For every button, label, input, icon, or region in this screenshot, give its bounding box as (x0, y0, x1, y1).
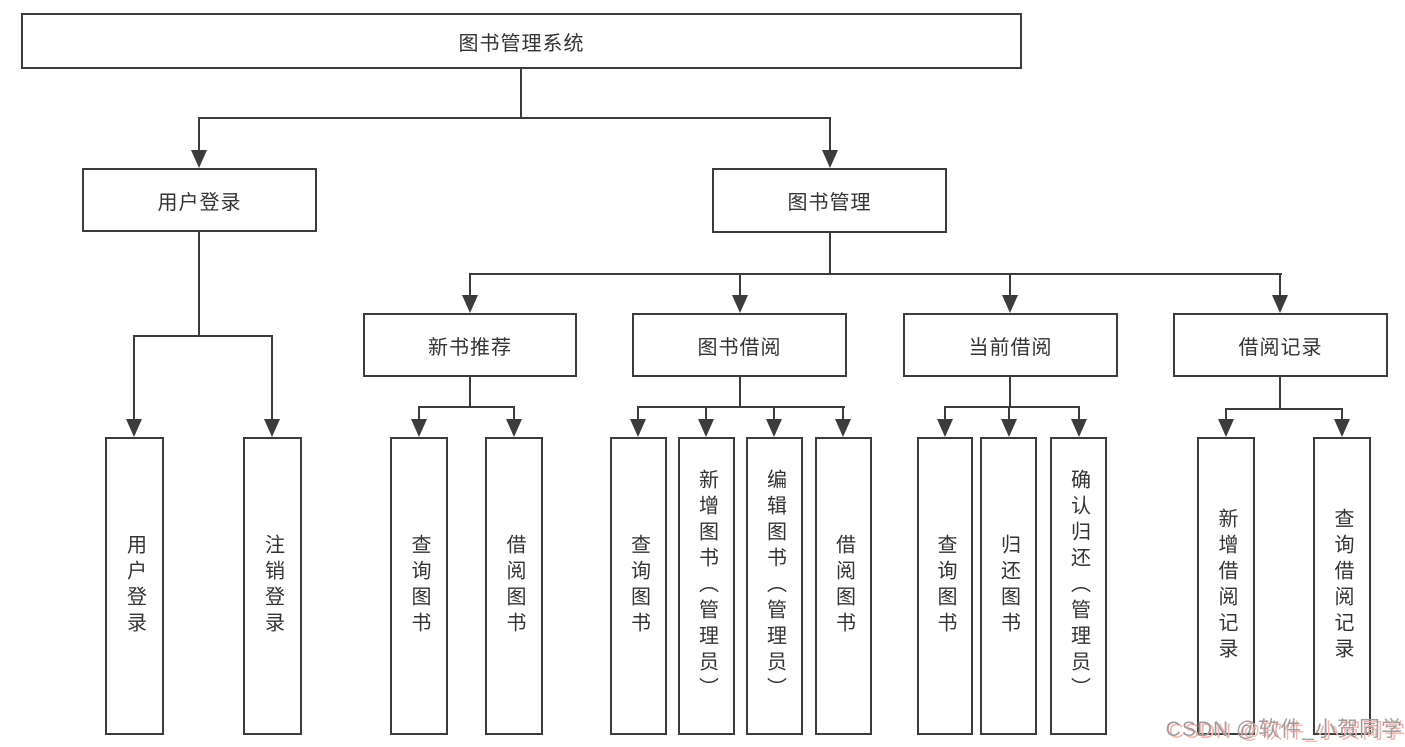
arrow-down-icon (698, 419, 714, 437)
node-user-login: 用户登录 (82, 168, 317, 232)
leaf-add-books-admin: 新增图书（管理员） (678, 437, 735, 735)
leaf-add-borrow-record-label: 新增借阅记录 (1215, 508, 1237, 664)
leaf-borrow-books: 借阅图书 (815, 437, 872, 735)
leaf-add-borrow-record: 新增借阅记录 (1197, 437, 1255, 735)
leaf-confirm-return-admin-label: 确认归还（管理员） (1067, 469, 1090, 703)
connector-line (1279, 377, 1281, 408)
leaf-query-borrow-record-label: 查询借阅记录 (1331, 508, 1353, 664)
connector-line (842, 406, 844, 421)
arrow-down-icon (1071, 419, 1087, 437)
connector-line (133, 335, 273, 337)
connector-line (520, 69, 522, 117)
node-current-borrow-label: 当前借阅 (968, 336, 1053, 359)
arrow-down-icon (411, 419, 427, 437)
leaf-user-login-label: 用户登录 (123, 534, 146, 638)
arrow-down-icon (264, 419, 280, 437)
connector-line (418, 406, 420, 421)
leaf-edit-books-admin: 编辑图书（管理员） (746, 437, 803, 735)
connector-line (1008, 406, 1010, 421)
arrow-down-icon (835, 419, 851, 437)
connector-line (1341, 408, 1343, 421)
leaf-query-books-current-label: 查询图书 (934, 534, 956, 638)
connector-line (637, 406, 845, 408)
node-new-book-recommend: 新书推荐 (363, 313, 577, 377)
connector-line (705, 406, 707, 421)
leaf-confirm-return-admin: 确认归还（管理员） (1050, 437, 1107, 735)
leaf-query-books-borrow: 查询图书 (610, 437, 667, 735)
arrow-down-icon (630, 419, 646, 437)
connector-line (271, 335, 273, 419)
leaf-return-books: 归还图书 (980, 437, 1037, 735)
arrow-down-icon (462, 295, 478, 313)
connector-line (739, 377, 741, 406)
leaf-query-books-current: 查询图书 (917, 437, 973, 735)
connector-line (637, 406, 639, 421)
arrow-down-icon (1334, 419, 1350, 437)
arrow-down-icon (1272, 295, 1288, 313)
node-book-borrow-label: 图书借阅 (697, 336, 782, 359)
connector-line (1009, 273, 1011, 297)
leaf-edit-books-admin-label: 编辑图书（管理员） (763, 469, 786, 703)
leaf-borrow-books-label: 借阅图书 (832, 534, 855, 638)
connector-line (513, 406, 515, 421)
connector-line (469, 273, 471, 297)
node-book-management: 图书管理 (712, 168, 947, 233)
leaf-borrow-books-recommend: 借阅图书 (485, 437, 543, 735)
node-user-login-label: 用户登录 (157, 191, 242, 214)
connector-line (1009, 377, 1011, 406)
node-root: 图书管理系统 (21, 13, 1022, 69)
leaf-logout: 注销登录 (243, 437, 302, 735)
connector-line (198, 117, 831, 119)
arrow-down-icon (732, 295, 748, 313)
csdn-watermark: CSDN @软件_小贺同学 (1165, 718, 1403, 741)
connector-line (469, 273, 1282, 275)
node-borrow-records: 借阅记录 (1173, 313, 1388, 377)
connector-line (198, 232, 200, 335)
arrow-down-icon (766, 419, 782, 437)
connector-line (418, 406, 515, 408)
connector-line (1225, 408, 1227, 421)
arrow-down-icon (1002, 295, 1018, 313)
connector-line (773, 406, 775, 421)
leaf-borrow-books-recommend-label: 借阅图书 (503, 534, 525, 638)
connector-line (944, 406, 946, 421)
arrow-down-icon (1218, 419, 1234, 437)
node-book-borrow: 图书借阅 (632, 313, 847, 377)
leaf-user-login: 用户登录 (105, 437, 164, 735)
leaf-query-books-recommend-label: 查询图书 (408, 534, 430, 638)
connector-line (469, 377, 471, 406)
connector-line (1279, 273, 1281, 297)
arrow-down-icon (191, 150, 207, 168)
connector-line (829, 233, 831, 273)
node-book-management-label: 图书管理 (787, 192, 872, 214)
arrow-down-icon (937, 419, 953, 437)
leaf-query-borrow-record: 查询借阅记录 (1313, 437, 1371, 735)
node-root-label: 图书管理系统 (458, 32, 585, 55)
leaf-logout-label: 注销登录 (261, 534, 284, 638)
arrow-down-icon (822, 150, 838, 168)
connector-line (1078, 406, 1080, 421)
connector-line (198, 117, 200, 152)
leaf-query-books-borrow-label: 查询图书 (627, 534, 650, 638)
arrow-down-icon (506, 419, 522, 437)
connector-line (739, 273, 741, 297)
connector-line (133, 335, 135, 419)
connector-line (829, 117, 831, 152)
arrow-down-icon (1001, 419, 1017, 437)
arrow-down-icon (126, 419, 142, 437)
leaf-return-books-label: 归还图书 (997, 534, 1020, 638)
leaf-query-books-recommend: 查询图书 (390, 437, 448, 735)
node-borrow-records-label: 借阅记录 (1238, 336, 1323, 359)
node-new-book-recommend-label: 新书推荐 (428, 336, 512, 359)
leaf-add-books-admin-label: 新增图书（管理员） (695, 469, 718, 703)
connector-line (1225, 408, 1343, 410)
node-current-borrow: 当前借阅 (903, 313, 1118, 377)
connector-line (944, 406, 1080, 408)
